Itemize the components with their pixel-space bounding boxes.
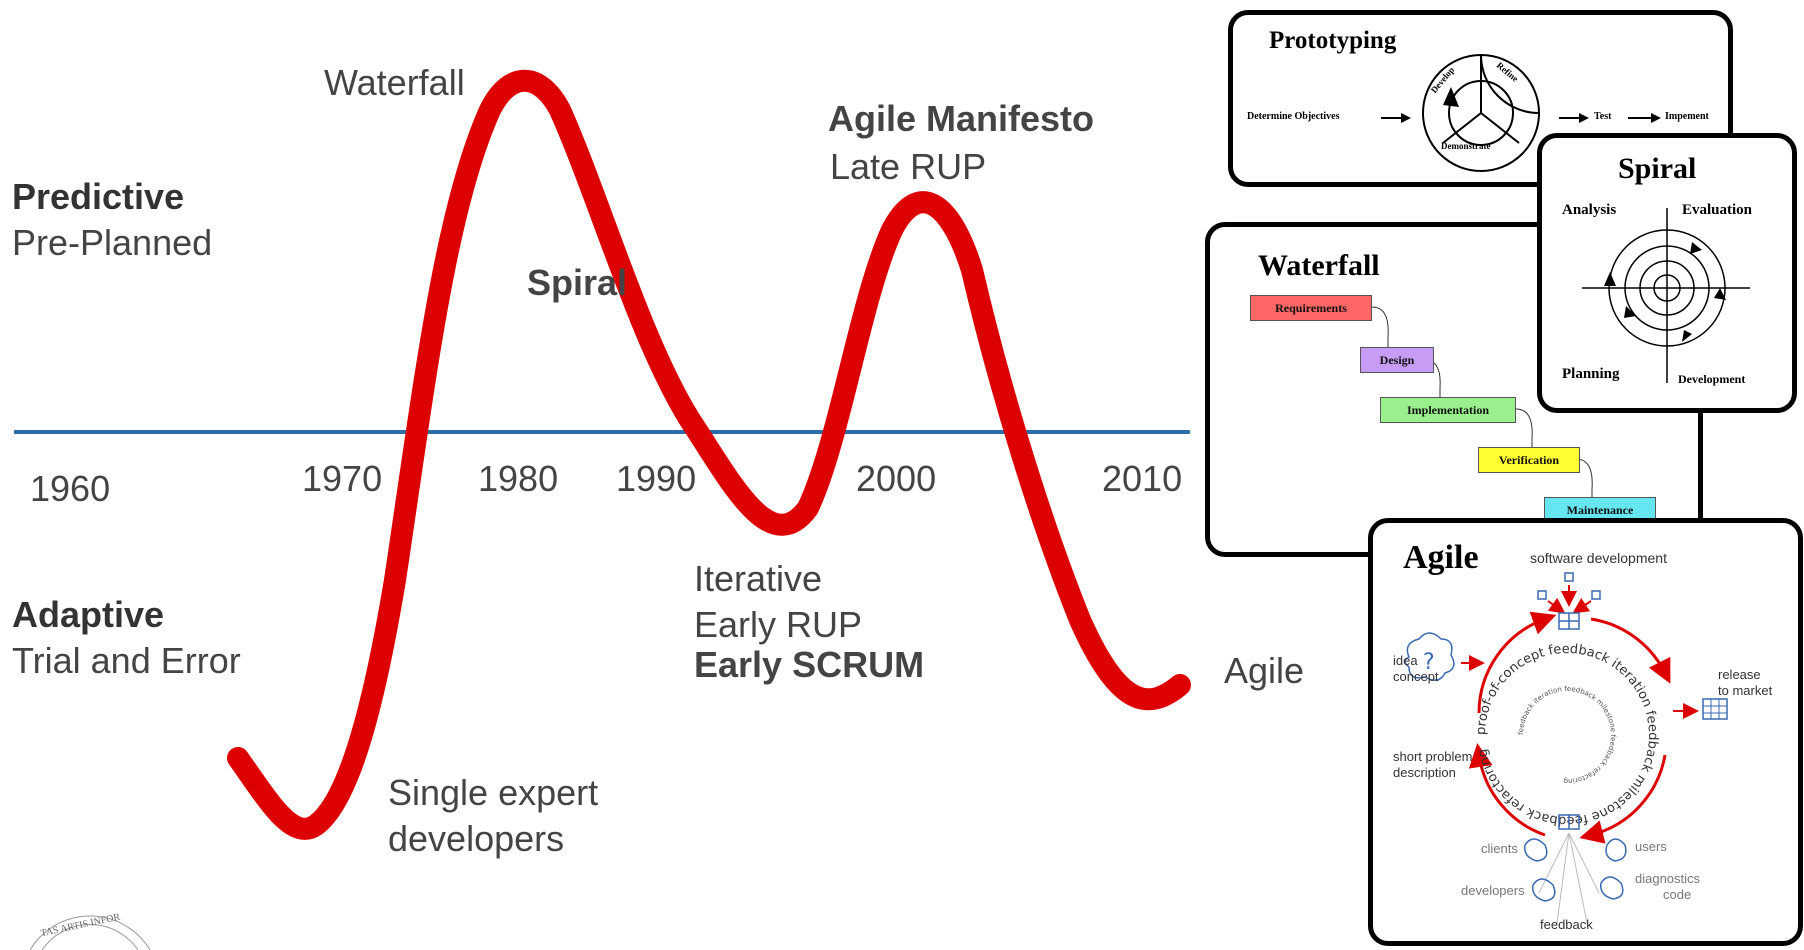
developers-label: developers (388, 818, 565, 859)
iterative-label: Iterative (694, 558, 823, 599)
waterfall-step-verification: Verification (1478, 447, 1580, 473)
implement-label: Impement (1665, 111, 1709, 122)
development-label: Development (1678, 372, 1746, 386)
single-expert-label: Single expert (388, 772, 599, 813)
year-1980: 1980 (478, 458, 559, 499)
agile-inner-text: feedback iteration feedback milestone fe… (1517, 685, 1617, 785)
prototyping-card: Prototyping Determine Objectives Develop… (1228, 10, 1733, 187)
agile-manifesto-label: Agile Manifesto (828, 98, 1095, 139)
analysis-label: Analysis (1562, 202, 1617, 218)
agile-card-title: Agile (1403, 539, 1479, 576)
test-label: Test (1594, 111, 1612, 122)
early-scrum-label: Early SCRUM (694, 644, 925, 685)
spiral-card-title: Spiral (1618, 152, 1697, 185)
waterfall-step-requirements: Requirements (1250, 295, 1372, 321)
clients-label: clients (1481, 841, 1518, 856)
early-rup-label: Early RUP (694, 604, 863, 645)
diagnostics-label: diagnostics (1635, 871, 1701, 886)
predictive-subtitle: Pre-Planned (12, 222, 213, 263)
waterfall-step-implementation: Implementation (1380, 397, 1516, 423)
developers-small-label: developers (1461, 883, 1525, 898)
adaptive-title: Adaptive (12, 594, 165, 635)
waterfall-step-design: Design (1360, 347, 1434, 373)
to-market-label: to market (1718, 683, 1773, 698)
late-rup-label: Late RUP (830, 146, 987, 187)
waterfall-label: Waterfall (324, 62, 465, 103)
spiral-card: Spiral Analysis Evaluation Planning Deve… (1537, 133, 1797, 413)
adaptive-subtitle: Trial and Error (12, 640, 241, 681)
agile-ring-text: proof-of-concept feedback iteration feed… (1474, 642, 1660, 828)
agile-cycle-diagram: proof-of-concept feedback iteration feed… (1404, 572, 1728, 924)
predictive-title: Predictive (12, 176, 185, 217)
svg-text:?: ? (1423, 650, 1435, 675)
prototyping-diagram (1381, 54, 1661, 172)
year-2010: 2010 (1102, 458, 1183, 499)
software-development-label: software development (1530, 550, 1667, 566)
agile-label: Agile (1224, 650, 1305, 691)
agile-card: Agile software development proof-of-conc… (1368, 518, 1803, 946)
spiral-diagram (1582, 208, 1750, 383)
demonstrate-label: Demonstrate (1441, 141, 1491, 151)
concept-label: concept (1393, 669, 1439, 684)
prototyping-title: Prototyping (1269, 27, 1397, 54)
release-label: release (1718, 667, 1761, 682)
description-label: description (1393, 765, 1456, 780)
evaluation-label: Evaluation (1682, 202, 1753, 218)
idea-label: idea (1393, 653, 1418, 668)
year-1970: 1970 (302, 458, 383, 499)
svg-text:feedback iteration feedback mi: feedback iteration feedback milestone fe… (1517, 685, 1617, 785)
adoption-curve (227, 69, 1191, 840)
year-1960: 1960 (30, 468, 111, 509)
svg-text:proof-of-concept feedback iter: proof-of-concept feedback iteration feed… (1474, 642, 1660, 828)
planning-label: Planning (1562, 366, 1620, 382)
feedback-label: feedback (1540, 917, 1593, 932)
code-label: code (1663, 887, 1692, 902)
university-seal (29, 915, 151, 950)
determine-objectives-label: Determine Objectives (1247, 111, 1340, 122)
users-label: users (1635, 839, 1667, 854)
spiral-label: Spiral (527, 262, 628, 303)
waterfall-card-title: Waterfall (1258, 249, 1380, 282)
year-1990: 1990 (616, 458, 697, 499)
short-problem-label: short problem (1393, 749, 1473, 764)
year-2000: 2000 (856, 458, 937, 499)
